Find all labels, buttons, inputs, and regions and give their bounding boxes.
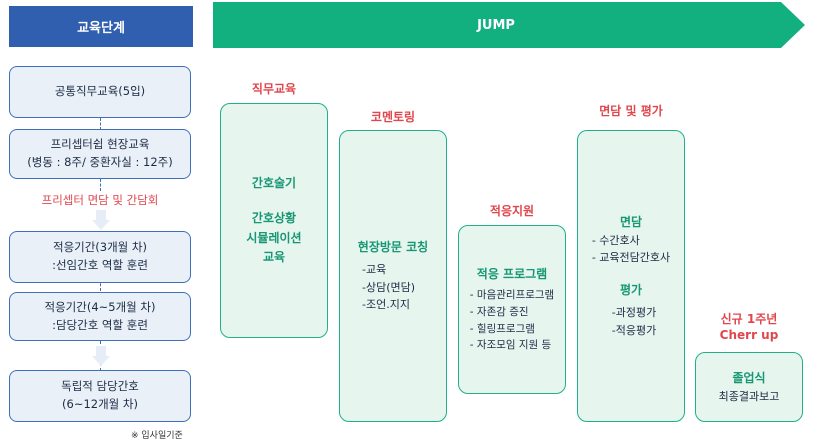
step-line: 적응기간(4~5개월 차) [44,299,156,314]
step-line: 프리셉터쉽 현장교육 [50,137,150,152]
step-common-training: 공통직무교육(5입) [9,66,191,118]
column-title-comentoring: 코멘토링 [370,110,416,124]
field-coaching-label: 현장방문 코칭 [357,240,429,255]
adaptation-program-label: 적응 프로그램 [476,266,548,281]
step-line: (병동 : 8주/ 중환자실 : 12주) [27,155,173,169]
step-independent: 독립적 담당간호 (6~12개월 차) [9,370,191,422]
list-item: - 교육전담간호사 [591,251,671,265]
step-line: (6~12개월 차) [62,397,138,411]
jump-arrow: JUMP [213,2,805,48]
jump-arrow-shape [213,2,805,48]
step-line: :담당간호 역할 훈련 [52,317,148,332]
interview-list: - 수간호사 - 교육전담간호사 [592,232,670,267]
education-stage-header: 교육단계 [9,6,193,47]
connector-line [100,179,101,191]
list-item: - 마음관리프로그램 [469,289,555,301]
list-item: -적응평가 [611,323,657,337]
evaluation-label: 평가 [619,283,643,297]
list-item: - 자존감 증진 [469,305,529,318]
step-adaptation-5m: 적응기간(4~5개월 차) :담당간호 역할 훈련 [9,292,191,341]
simulation-label: 시뮬레이션 [246,230,302,245]
interview-label: 면담 [619,214,643,229]
simulation-label: 교육 [262,249,286,264]
step-line: :선임간호 역할 훈련 [52,258,148,272]
comentoring-box: 현장방문 코칭 -교육 -상담(면담) -조언.지지 [339,130,447,422]
column-title-first-anniversary: 신규 1주년 Cherr up [695,312,803,343]
footnote: ※ 입사일기준 [131,431,183,441]
list-item: -교육 [362,263,387,277]
graduation-label: 졸업식 [732,370,766,385]
list-item: -과정평가 [611,306,657,320]
simulation-label: 간호상황 [251,211,297,226]
step-preceptorship: 프리셉터쉽 현장교육 (병동 : 8주/ 중환자실 : 12주) [9,129,191,179]
connector-line [100,118,101,130]
list-item: -상담(면담) [362,280,416,294]
adaptation-support-box: 적응 프로그램 - 마음관리프로그램 - 자존감 증진 - 힐링프로그램 - 자… [458,225,566,394]
list-item: -조언.지지 [362,298,410,312]
step-adaptation-3m: 적응기간(3개월 차) :선임간호 역할 훈련 [9,231,191,283]
final-report-label: 최종결과보고 [718,389,780,403]
list-item: - 수간호사 [591,233,640,247]
preceptor-interview-note: 프리셉터 면담 및 간담회 [41,193,159,207]
nursing-skills-label: 간호술기 [251,176,297,191]
step-line: 독립적 담당간호 [61,379,139,394]
job-training-box: 간호술기 간호상황 시뮬레이션 교육 [220,103,328,338]
jump-label: JUMP [477,17,515,33]
step-line: 적응기간(3개월 차) [52,240,147,255]
anniversary-title: 신규 1주년 [720,312,778,326]
interview-evaluation-box: 면담 - 수간호사 - 교육전담간호사 평가 -과정평가 -적응평가 [577,130,685,422]
column-title-adaptation-support: 적응지원 [489,204,535,218]
graduation-box: 졸업식 최종결과보고 [695,352,803,422]
column-title-job-training: 직무교육 [251,82,297,96]
cheer-up-title: Cherr up [719,327,779,342]
step-line: 공통직무교육(5입) [54,84,146,99]
coaching-list: -교육 -상담(면담) -조언.지지 [362,261,432,314]
adaptation-program-list: - 마음관리프로그램 - 자존감 증진 - 힐링프로그램 - 자조모임 지원 등 [470,287,554,354]
list-item: - 힐링프로그램 [469,322,535,335]
list-item: - 자조모임 지원 등 [469,339,552,352]
column-title-interview-evaluation: 면담 및 평가 [599,104,663,118]
evaluation-list: -과정평가 -적응평가 [612,304,656,339]
